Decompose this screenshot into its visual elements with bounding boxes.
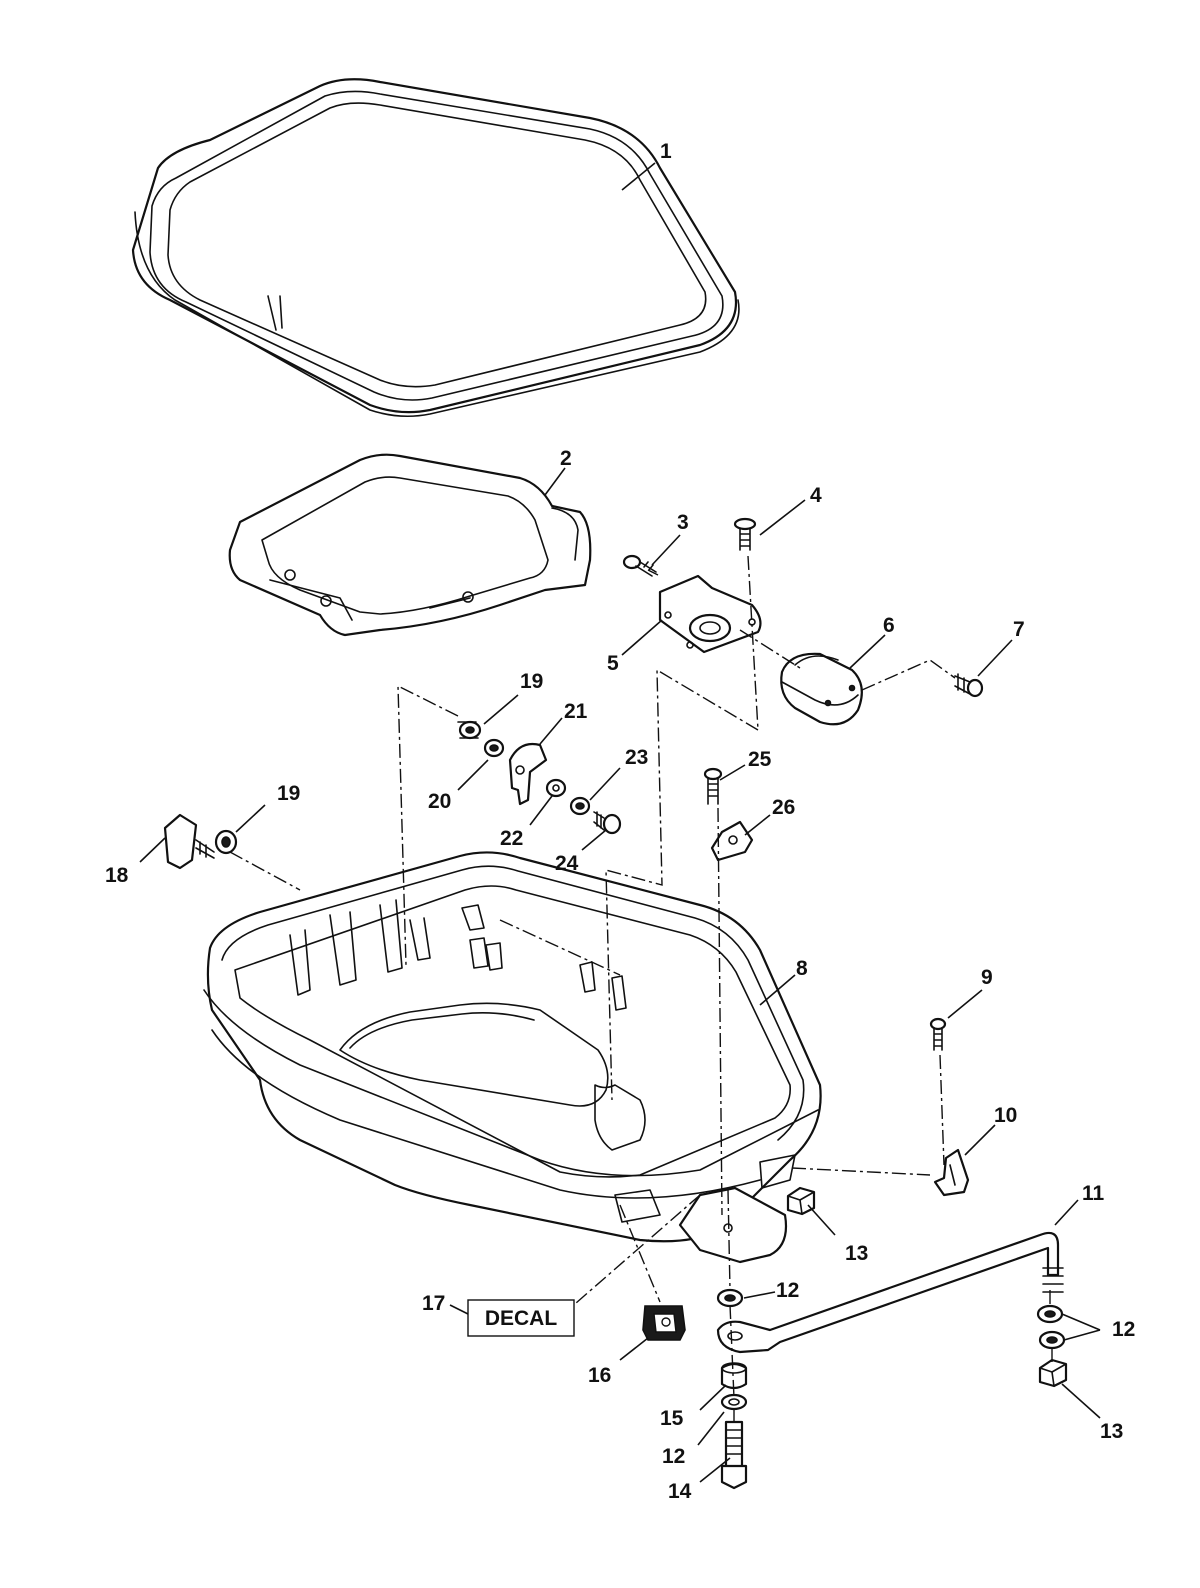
- callout-19-top: 19: [520, 670, 543, 693]
- callout-3: 3: [677, 511, 689, 534]
- callout-14: 14: [668, 1480, 692, 1503]
- part-22-washer: [545, 778, 567, 798]
- callout-18: 18: [105, 864, 129, 887]
- part-11-rod: [716, 1231, 1064, 1354]
- part-24-screw: [593, 811, 622, 835]
- callout-21: 21: [564, 700, 588, 723]
- callout-6: 6: [883, 614, 895, 637]
- decal-label: DECAL: [485, 1307, 558, 1330]
- callout-12-lower: 12: [662, 1445, 685, 1468]
- assembly-lines: [229, 555, 1053, 1422]
- part-19-nut-top: [457, 720, 482, 740]
- part-23-washer: [569, 796, 591, 816]
- decal-label-box: DECAL: [467, 1299, 575, 1337]
- part-20-washer: [483, 738, 505, 758]
- part-13-nut-upper: [786, 1186, 816, 1216]
- callout-15: 15: [660, 1407, 684, 1430]
- part-4-screw: [733, 517, 757, 551]
- part-3-screw: [622, 554, 657, 577]
- callout-19-left: 19: [277, 782, 300, 805]
- callout-12-right: 12: [1112, 1318, 1135, 1341]
- part-8-bottom-cowl: [203, 851, 822, 1264]
- callout-13-lower: 13: [1100, 1420, 1123, 1443]
- part-16-plug: [642, 1305, 686, 1341]
- callout-23: 23: [625, 746, 648, 769]
- callout-1: 1: [660, 140, 672, 163]
- callout-16: 16: [588, 1364, 611, 1387]
- part-1-top-cowl-seal: [131, 78, 740, 418]
- leader-lines: [139, 162, 1101, 1483]
- part-7-screw: [954, 673, 984, 698]
- part-2-inner-seal: [228, 453, 592, 637]
- callout-10: 10: [994, 1104, 1017, 1127]
- callout-26: 26: [772, 796, 795, 819]
- callout-13-upper: 13: [845, 1242, 868, 1265]
- part-26-bracket: [710, 820, 754, 862]
- part-19-nut-left: [214, 829, 238, 855]
- part-21-hook: [508, 742, 548, 806]
- part-14-bolt: [720, 1420, 748, 1490]
- part-9-screw: [929, 1017, 947, 1051]
- part-12-washer-right-1: [1036, 1304, 1064, 1324]
- callout-8: 8: [796, 957, 808, 980]
- callout-9: 9: [981, 966, 993, 989]
- callout-numbers: 1 2 3 4 5 6 7 8 9 10 11 12 13 12 13 15 1…: [105, 140, 1135, 1503]
- part-5-latch-bracket: [658, 574, 762, 654]
- callout-22: 22: [500, 827, 523, 850]
- part-12-washer-right-2: [1038, 1330, 1066, 1350]
- part-13-nut-lower: [1038, 1358, 1068, 1388]
- part-6-grommet: [780, 652, 863, 726]
- callout-11: 11: [1082, 1182, 1105, 1205]
- part-12-washer-upper: [716, 1288, 744, 1308]
- callout-25: 25: [748, 748, 772, 771]
- callout-4: 4: [810, 484, 822, 507]
- callout-20: 20: [428, 790, 451, 813]
- part-18-knob: [163, 813, 215, 870]
- part-12-washer-lower: [720, 1393, 748, 1411]
- callout-17: 17: [422, 1292, 445, 1315]
- callout-24: 24: [555, 852, 579, 875]
- part-15-bushing: [720, 1362, 748, 1390]
- callout-2: 2: [560, 447, 572, 470]
- callout-12-upper: 12: [776, 1279, 799, 1302]
- callout-5: 5: [607, 652, 619, 675]
- callout-7: 7: [1013, 618, 1025, 641]
- part-25-screw: [703, 767, 723, 805]
- part-10-latch: [933, 1148, 970, 1197]
